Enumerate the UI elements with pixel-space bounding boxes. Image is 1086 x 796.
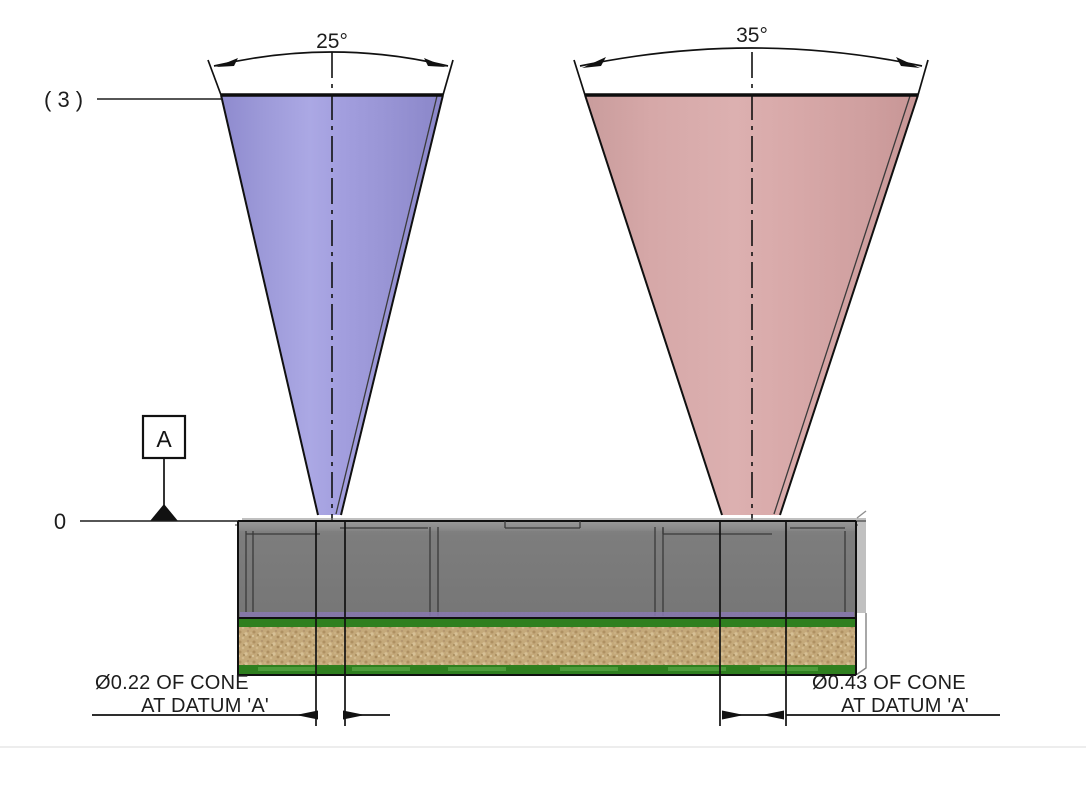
right-cone-rear-edge <box>773 95 911 515</box>
right-angle-arrow-start <box>582 57 606 68</box>
left-dim-arrow-1 <box>296 710 318 720</box>
right-angle-ext-right <box>917 59 929 96</box>
right-angle-arc <box>579 47 923 67</box>
left-angle-arrow-start <box>216 58 238 67</box>
housing-body <box>238 527 856 618</box>
left-angle-arrow-end <box>424 58 446 67</box>
reference-quantity-callout: ( 3 ) <box>44 87 222 112</box>
datum-symbol-box <box>141 414 187 460</box>
datum-feature-symbol: A <box>141 414 187 521</box>
datum-origin-label: 0 <box>54 509 66 534</box>
right-dim-note-line2: AT DATUM 'A' <box>841 695 969 717</box>
right-angle-label: 35° <box>736 24 768 47</box>
pcb-bottom-pads <box>258 667 818 671</box>
right-cone-right-edge <box>779 94 919 516</box>
right-dim-note-line1: Ø0.43 OF CONE <box>812 672 966 694</box>
right-dim-arrow-1 <box>722 710 744 720</box>
right-cone-group <box>584 52 919 545</box>
left-angle-ext-left <box>207 59 222 96</box>
left-dim-note-line1: Ø0.22 OF CONE <box>95 672 249 694</box>
left-angle-arc <box>213 51 449 67</box>
left-cone-right-edge <box>340 94 444 516</box>
left-cone-group <box>220 52 444 545</box>
pcb-bottom-border <box>238 665 856 675</box>
left-dim-arrow-2 <box>343 710 365 720</box>
left-angle-dimension: 25° <box>207 30 454 96</box>
right-cone-left-edge <box>584 94 723 516</box>
left-angle-ext-right <box>442 59 454 96</box>
pcb-top-border <box>238 618 856 627</box>
substrate-layer <box>238 627 856 665</box>
left-angle-label: 25° <box>316 30 348 53</box>
datum-symbol-letter: A <box>156 426 172 452</box>
base-assembly-group <box>235 510 867 676</box>
housing-accent-strip <box>240 612 854 618</box>
left-cone-left-edge <box>220 94 319 516</box>
pcb-rear-edge <box>855 613 867 676</box>
reference-quantity-label: ( 3 ) <box>44 87 83 112</box>
left-dim-note-line2: AT DATUM 'A' <box>141 695 269 717</box>
right-diameter-dimension: Ø0.43 OF CONE AT DATUM 'A' <box>719 520 1000 726</box>
left-diameter-dimension: Ø0.22 OF CONE AT DATUM 'A' <box>92 520 390 726</box>
housing-rear-corner <box>856 510 867 519</box>
right-angle-ext-left <box>573 59 586 96</box>
datum-triangle-icon <box>150 504 178 521</box>
right-angle-arrow-end <box>896 57 920 68</box>
right-dim-arrow-2 <box>762 710 784 720</box>
right-angle-dimension: 35° <box>573 24 929 96</box>
left-cone-rear-edge <box>335 95 438 515</box>
housing-top-band <box>238 521 856 531</box>
